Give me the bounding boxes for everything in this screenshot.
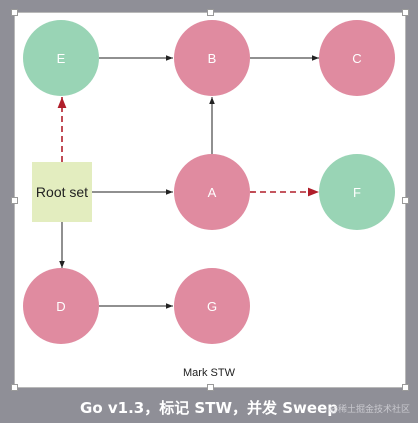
node-e[interactable] [23,20,99,96]
watermark: @稀土掘金技术社区 [328,405,410,415]
resize-handle-bottom[interactable] [207,384,214,391]
node-c-label: C [352,51,361,66]
resize-handle-top-left[interactable] [11,9,18,16]
resize-handle-right[interactable] [402,197,409,204]
node-a-label: A [208,185,217,200]
node-d-label: D [56,299,65,314]
node-e-label: E [57,51,66,66]
node-a[interactable] [174,154,250,230]
resize-handle-bottom-left[interactable] [11,384,18,391]
node-d[interactable] [23,268,99,344]
resize-handle-top-right[interactable] [402,9,409,16]
node-b-label: B [208,51,217,66]
root-set-box[interactable] [32,162,92,222]
node-c[interactable] [319,20,395,96]
node-f-label: F [353,185,361,200]
slide-title: Go v1.3，标记 STW，并发 Sweep [80,399,338,417]
node-g[interactable] [174,268,250,344]
root-set-label: Root set [36,184,88,200]
node-g-label: G [207,299,217,314]
node-b[interactable] [174,20,250,96]
resize-handle-left[interactable] [11,197,18,204]
node-f[interactable] [319,154,395,230]
resize-handle-top[interactable] [207,9,214,16]
diagram-caption: Mark STW [183,367,235,379]
resize-handle-bottom-right[interactable] [402,384,409,391]
